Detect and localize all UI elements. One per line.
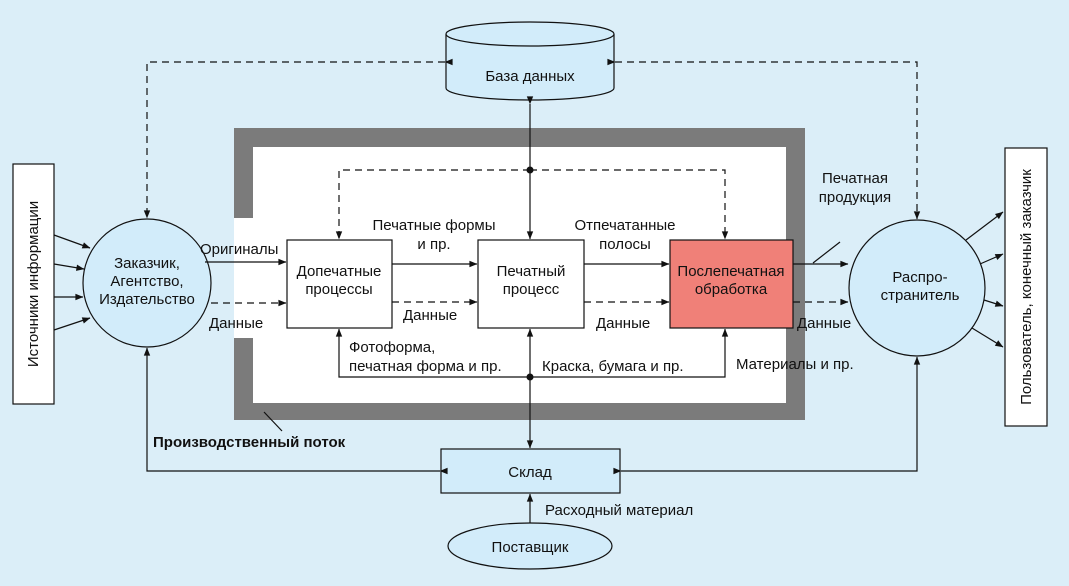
db-customer-dashed [143, 58, 453, 219]
press-line-2: процесс [503, 281, 560, 298]
warehouse-customer [143, 347, 448, 475]
sheets-label-2: полосы [599, 236, 651, 253]
production-flow-leader [263, 411, 283, 432]
dist-arrow-2 [979, 253, 1004, 265]
dist-arrow-3 [983, 299, 1004, 307]
sources-box [12, 163, 55, 405]
hub-postpress-dashed [530, 169, 729, 240]
press-box [477, 239, 585, 329]
distributor-circle [848, 219, 986, 357]
data-label-2: Данные [403, 307, 457, 324]
database-top [445, 21, 615, 47]
source-arrow-1 [53, 234, 91, 249]
source-arrow-2 [53, 263, 85, 271]
prepress-line-2: процессы [305, 281, 372, 298]
press-line-1: Печатный [497, 263, 566, 280]
photoform-label-1: Фотоформа, [349, 339, 435, 356]
postpress-line-2: обработка [695, 281, 768, 298]
postpress-line-1: Послепечатная [677, 263, 784, 280]
warehouse-distributor [613, 356, 921, 475]
plates-label-1: Печатные формы [372, 217, 495, 234]
sheets-label-1: Отпечатанные [574, 217, 675, 234]
top-hub-dot [526, 166, 534, 174]
customer-line-1: Заказчик, [114, 255, 180, 272]
distributor-line-1: Распро- [892, 269, 947, 286]
db-distributor-dashed [607, 58, 921, 220]
data-label-3: Данные [596, 315, 650, 332]
prepress-box [286, 239, 393, 329]
customer-line-2: Агентство, [110, 273, 183, 290]
dist-arrow-4 [971, 327, 1004, 348]
data-label-4: Данные [797, 315, 851, 332]
frame-left-top-bar [234, 128, 253, 218]
frame-gap-fill-left [234, 218, 253, 338]
ink-paper-label: Краска, бумага и пр. [542, 358, 684, 375]
products-label-2: продукция [819, 189, 891, 206]
prepress-line-1: Допечатные [297, 263, 382, 280]
production-flow-label: Производственный поток [153, 434, 346, 451]
connectors [53, 58, 1004, 523]
source-arrow-4 [53, 317, 91, 331]
frame-bottom-bar [234, 403, 805, 420]
database-node: База данных [445, 21, 615, 101]
distributor-line-2: странитель [881, 287, 960, 304]
materials-label: Материалы и пр. [736, 356, 854, 373]
photoform-label-2: печатная форма и пр. [349, 358, 502, 375]
hub-prepress-dashed [335, 169, 530, 240]
supplier-label: Поставщик [492, 539, 569, 556]
products-label-1: Печатная [822, 170, 888, 187]
plates-label-2: и пр. [417, 236, 450, 253]
frame-top-bar [234, 128, 805, 147]
sources-label: Источники информации [25, 201, 42, 367]
dist-arrow-1 [965, 211, 1004, 241]
postpress-box [669, 239, 794, 329]
database-label: База данных [485, 68, 575, 85]
customer-circle [82, 218, 212, 348]
bottom-hub-dot [526, 373, 534, 381]
products-leader [812, 241, 841, 264]
warehouse-label: Склад [508, 464, 552, 481]
frame-left-bottom-bar [234, 338, 253, 420]
end-user-box [1004, 147, 1048, 427]
data-label-1: Данные [209, 315, 263, 332]
end-user-label: Пользователь, конечный заказчик [1018, 169, 1035, 405]
originals-label: Оригиналы [200, 241, 278, 258]
consumables-label: Расходный материал [545, 502, 693, 519]
customer-line-3: Издательство [99, 291, 195, 308]
